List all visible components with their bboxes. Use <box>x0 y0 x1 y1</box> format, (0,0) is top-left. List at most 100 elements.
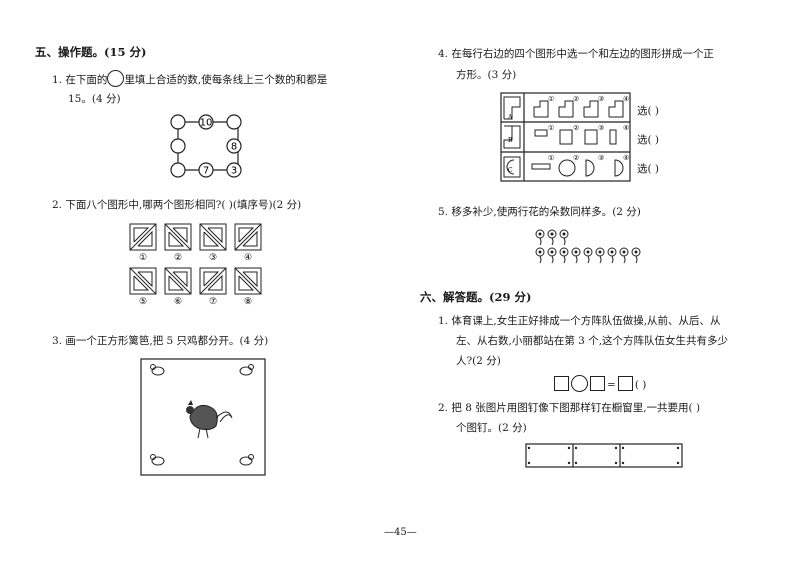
row-label: A <box>507 114 513 121</box>
num-top: 10 <box>200 118 213 129</box>
triangle-shape-7 <box>199 267 227 295</box>
answer-box[interactable] <box>617 376 633 391</box>
shape-label: ② <box>174 253 182 263</box>
chick-icon <box>239 364 254 376</box>
flower-icon <box>607 247 617 264</box>
option-shape <box>531 163 551 170</box>
option-shape <box>609 129 617 145</box>
shape-label: ⑤ <box>139 297 147 307</box>
option-shape <box>558 100 574 118</box>
q5-4-line1: 4. 在每行右边的四个图形中选一个和左边的图形拼成一个正 <box>438 48 714 60</box>
option-shape <box>584 129 598 145</box>
q6-2-line2: 个图钉。(2 分) <box>456 422 527 434</box>
q5-5-text: 5. 移多补少,使两行花的朵数同样多。(2 分) <box>438 206 641 218</box>
page-number: —45— <box>384 527 417 538</box>
row-label: B <box>508 137 513 144</box>
flower-icon <box>619 247 629 264</box>
option-shape <box>583 100 599 118</box>
num-right: 8 <box>231 142 237 153</box>
option-label: ② <box>573 124 579 132</box>
pin-icon <box>676 461 680 465</box>
pin-icon <box>527 461 531 465</box>
pin-icon <box>621 446 625 450</box>
flower-icon <box>595 247 605 264</box>
option-shape <box>585 159 595 177</box>
option-shape <box>559 129 573 145</box>
left-shape-B <box>503 125 521 149</box>
flower-rows-figure <box>535 229 641 264</box>
option-label: ① <box>548 154 554 162</box>
option-shape <box>533 100 549 118</box>
shape-label: ① <box>139 253 147 263</box>
flower-icon <box>583 247 593 264</box>
chick-icon <box>150 454 165 466</box>
triangle-shape-5 <box>129 267 157 295</box>
option-shape <box>558 159 576 177</box>
flower-icon <box>547 229 557 246</box>
shape-label: ④ <box>244 253 252 263</box>
flower-icon <box>559 247 569 264</box>
pin-icon <box>574 461 578 465</box>
q5-1-line1: 1. 在下面的里填上合适的数,使每条线上三个数的和都是 <box>52 70 327 87</box>
section-5-title: 五、操作题。(15 分) <box>35 45 147 59</box>
option-label: ③ <box>598 124 604 132</box>
option-label: ④ <box>623 95 629 103</box>
option-shape <box>608 100 624 118</box>
option-label: ③ <box>598 95 604 103</box>
rooster-icon <box>186 400 233 439</box>
q6-1-line1: 1. 体育课上,女生正好排成一个方阵队伍做操,从前、从后、从 <box>438 315 721 327</box>
shape-label: ⑦ <box>209 297 217 307</box>
q5-1-line2: 15。(4 分) <box>68 93 121 105</box>
number-square-figure: 10 8 7 3 <box>170 114 242 178</box>
triangle-shape-4 <box>234 223 262 251</box>
triangle-shape-1 <box>129 223 157 251</box>
section-6-title: 六、解答题。(29 分) <box>420 290 532 304</box>
choose-row-a: 选( ) <box>637 105 660 117</box>
shape-label: ⑥ <box>174 297 182 307</box>
pin-icon <box>614 446 618 450</box>
pin-icon <box>621 461 625 465</box>
flower-icon <box>631 247 641 264</box>
choose-row-c: 选( ) <box>637 163 660 175</box>
pin-icon <box>676 446 680 450</box>
num-bottom-mid: 7 <box>203 166 209 177</box>
flower-icon <box>559 229 569 246</box>
flower-icon <box>547 247 557 264</box>
pinned-pictures-figure <box>525 443 683 468</box>
operator-circle[interactable] <box>571 375 588 392</box>
equation-row: =( ) <box>553 375 647 392</box>
q6-1-line2: 左、从右数,小丽都站在第 3 个,这个方阵队伍女生共有多少 <box>456 335 729 347</box>
chick-icon <box>239 454 254 466</box>
num-bottom-right: 3 <box>231 166 237 177</box>
row-label: C <box>508 167 513 174</box>
option-label: ② <box>573 154 579 162</box>
answer-box[interactable] <box>590 376 605 391</box>
option-label: ② <box>573 95 579 103</box>
q5-3-text: 3. 画一个正方形篱笆,把 5 只鸡都分开。(4 分) <box>52 335 269 347</box>
flower-icon <box>535 247 545 264</box>
circle-blank-icon <box>107 70 125 87</box>
flower-icon <box>535 229 545 246</box>
q6-1-line3: 人?(2 分) <box>456 355 501 367</box>
answer-box[interactable] <box>554 376 569 391</box>
chicken-box-figure <box>140 358 266 476</box>
option-shape <box>534 129 548 137</box>
q6-2-line1: 2. 把 8 张图片用图钉像下图那样钉在橱窗里,一共要用( ) <box>438 402 701 414</box>
option-label: ① <box>548 95 554 103</box>
shape-label: ③ <box>209 253 217 263</box>
pin-icon <box>527 446 531 450</box>
triangle-shape-8 <box>234 267 262 295</box>
triangle-shape-3 <box>199 223 227 251</box>
q5-2-text: 2. 下面八个图形中,哪两个图形相同?( )(填序号)(2 分) <box>52 199 302 211</box>
pin-icon <box>567 446 571 450</box>
pin-icon <box>567 461 571 465</box>
flower-icon <box>571 247 581 264</box>
pin-icon <box>614 461 618 465</box>
option-label: ① <box>548 124 554 132</box>
choose-row-b: 选( ) <box>637 134 660 146</box>
option-label: ④ <box>623 154 629 162</box>
left-shape-C <box>503 156 521 178</box>
pin-icon <box>574 446 578 450</box>
